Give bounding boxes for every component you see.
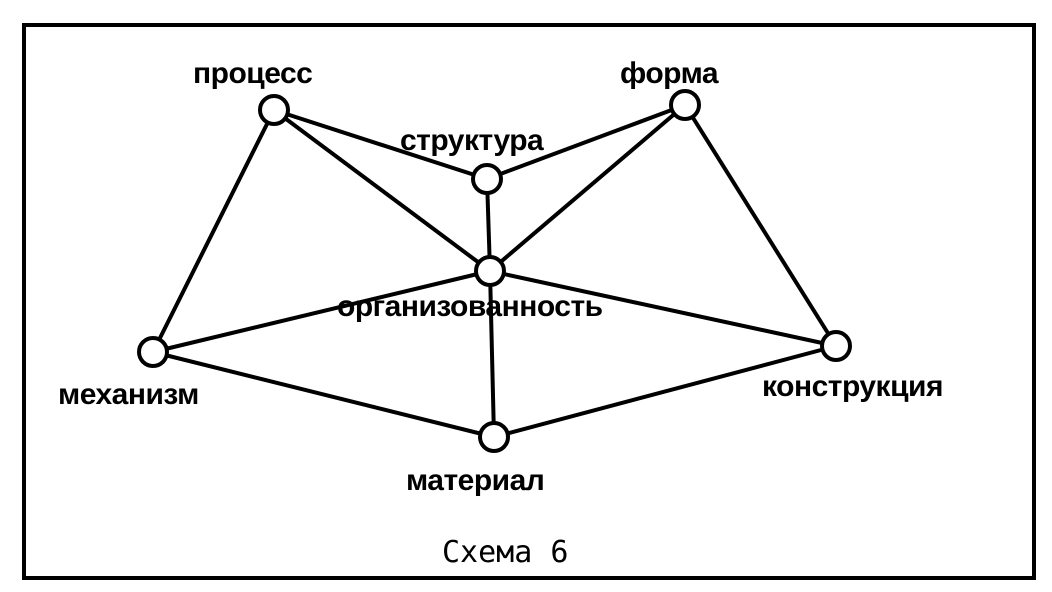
node-mekhanizm xyxy=(137,336,169,368)
node-konstruktsiya xyxy=(820,330,852,362)
edge-forma-konstruktsiya xyxy=(683,103,838,348)
node-process xyxy=(258,94,290,126)
node-forma xyxy=(669,89,701,121)
diagram-frame xyxy=(22,23,1036,580)
edge-forma-organizovannost xyxy=(488,103,687,273)
edges-layer xyxy=(151,103,838,439)
edge-organizovannost-konstruktsiya xyxy=(488,269,838,348)
node-material xyxy=(478,421,510,453)
edge-mekhanizm-material xyxy=(151,350,496,439)
edge-process-organizovannost xyxy=(272,108,492,273)
node-label-struktura: структура xyxy=(400,124,544,157)
nodes-layer xyxy=(137,89,852,453)
edge-forma-struktura xyxy=(485,103,687,181)
node-organizovannost xyxy=(474,255,506,287)
edge-material-konstruktsiya xyxy=(492,344,838,439)
node-label-material: материал xyxy=(406,464,544,497)
edge-process-mekhanizm xyxy=(151,108,276,354)
edge-organizovannost-material xyxy=(488,269,496,439)
node-label-mekhanizm: механизм xyxy=(58,378,199,411)
labels-layer: процесс форма структура организованность мех… xyxy=(58,57,943,497)
node-struktura xyxy=(471,163,503,195)
node-label-organizovannost: организованность xyxy=(337,290,603,323)
edge-process-struktura xyxy=(272,108,489,181)
diagram-caption: Схема 6 xyxy=(442,535,568,570)
edge-organizovannost-mekhanizm xyxy=(151,269,492,354)
node-label-forma: форма xyxy=(620,57,719,90)
node-label-konstruktsiya: конструкция xyxy=(762,370,943,403)
node-label-process: процесс xyxy=(193,57,312,90)
